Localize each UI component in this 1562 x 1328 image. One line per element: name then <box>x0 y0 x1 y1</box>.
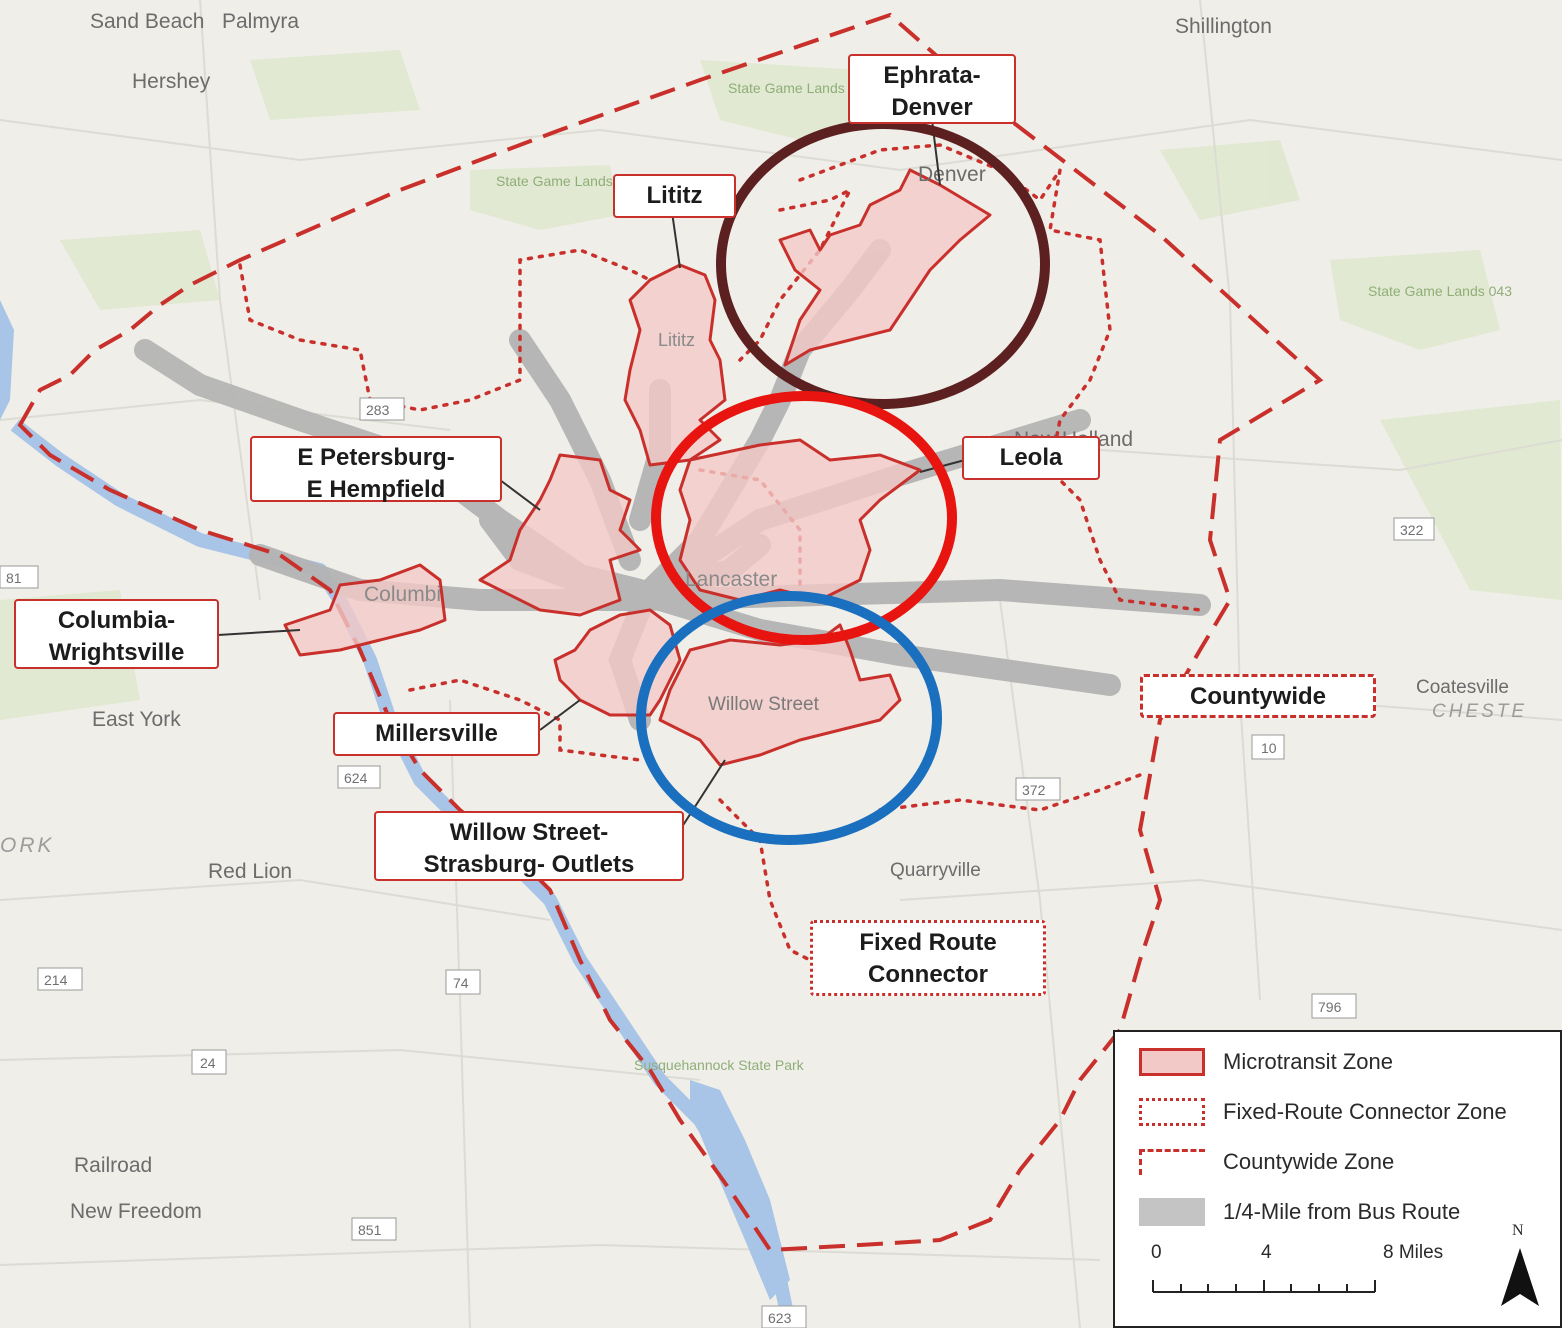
zone-label-willow-street: Willow Street- Strasburg- Outlets <box>374 811 684 881</box>
shield-81: 81 <box>0 565 39 589</box>
legend-label: Microtransit Zone <box>1223 1049 1393 1074</box>
shield-623: 623 <box>761 1305 807 1328</box>
microtransit-zones <box>283 168 992 767</box>
legend-item-bus-route: 1/4-Mile from Bus Route <box>1139 1194 1460 1230</box>
label-hershey: Hershey <box>132 70 211 93</box>
shield-372: 372 <box>1015 777 1061 801</box>
fixed-route-connector-zones <box>238 143 1202 962</box>
label-new-freedom: New Freedom <box>70 1200 202 1223</box>
shield-74: 74 <box>445 969 481 995</box>
north-arrow-icon <box>1501 1248 1539 1306</box>
svg-text:322: 322 <box>1400 522 1424 538</box>
zone-label-fixed-route-connector: Fixed Route Connector <box>810 920 1046 996</box>
svg-text:372: 372 <box>1022 782 1046 798</box>
label-lancaster: Lancaster <box>685 568 777 591</box>
zone-ephrata-denver <box>778 168 992 367</box>
zone-label-leola: Leola <box>962 436 1100 480</box>
legend-item-microtransit: Microtransit Zone <box>1139 1044 1393 1080</box>
label-sgl-043: State Game Lands 043 <box>1368 283 1512 299</box>
svg-text:796: 796 <box>1318 999 1342 1015</box>
countywide-swatch <box>1139 1149 1205 1175</box>
scale-label-0: 0 <box>1151 1242 1162 1263</box>
svg-text:283: 283 <box>366 402 390 418</box>
label-columbia: Columbi <box>364 583 441 606</box>
scale-bar <box>1152 1280 1376 1293</box>
countywide-boundary <box>17 12 1324 1253</box>
svg-text:624: 624 <box>344 770 368 786</box>
highlight-circle-blue <box>636 591 942 845</box>
label-east-york: East York <box>92 708 181 731</box>
zone-label-e-petersburg: E Petersburg- E Hempfield <box>250 436 502 503</box>
shield-796: 796 <box>1311 993 1357 1019</box>
north-label: N <box>1512 1222 1524 1239</box>
microtransit-swatch <box>1139 1048 1205 1076</box>
scale-label-8: 8 Miles <box>1383 1242 1444 1263</box>
label-york: ORK <box>0 834 55 857</box>
zone-label-millersville: Millersville <box>333 712 540 756</box>
shield-283: 283 <box>359 397 405 421</box>
highlight-circles <box>636 119 1050 845</box>
scale-label-4: 4 <box>1261 1242 1272 1263</box>
shield-24: 24 <box>191 1049 227 1075</box>
legend-label: Countywide Zone <box>1223 1149 1395 1174</box>
label-palmyra: Palmyra <box>222 10 299 33</box>
label-quarryville: Quarryville <box>890 860 981 881</box>
bus-route-swatch <box>1139 1198 1205 1226</box>
label-sgl-156: State Game Lands 156 <box>496 173 640 189</box>
label-coatesville: Coatesville <box>1416 677 1509 698</box>
zone-columbia <box>283 563 447 657</box>
route-shields: 283 81 322 10 624 372 214 74 24 796 851 … <box>0 397 1435 1328</box>
shield-624: 624 <box>337 765 381 789</box>
legend-label: 1/4-Mile from Bus Route <box>1223 1199 1461 1224</box>
label-susquehannock: Susquehannock State Park <box>634 1057 805 1073</box>
shield-214: 214 <box>37 967 83 991</box>
svg-text:851: 851 <box>358 1222 382 1238</box>
river-left-edge <box>0 300 14 420</box>
label-chester: CHESTE <box>1432 701 1527 722</box>
label-red-lion: Red Lion <box>208 860 292 883</box>
label-shillington: Shillington <box>1175 15 1272 38</box>
label-sand-beach: Sand Beach <box>90 10 204 33</box>
svg-text:81: 81 <box>6 570 22 586</box>
shield-322: 322 <box>1393 517 1435 541</box>
zone-label-lititz: Lititz <box>613 174 736 218</box>
map-legend: Microtransit Zone Fixed-Route Connector … <box>1113 1030 1562 1328</box>
zone-e-petersburg <box>478 453 642 617</box>
label-willow-street: Willow Street <box>708 694 820 715</box>
legend-item-fixed-route: Fixed-Route Connector Zone <box>1139 1094 1507 1130</box>
svg-text:24: 24 <box>200 1055 216 1071</box>
legend-label: Fixed-Route Connector Zone <box>1223 1099 1507 1124</box>
highlight-circle-red <box>651 391 957 645</box>
label-sgl-046: State Game Lands 046 <box>728 80 872 96</box>
label-lititz-town: Lititz <box>658 330 695 350</box>
zone-label-ephrata-denver: Ephrata- Denver <box>848 54 1016 124</box>
svg-text:10: 10 <box>1261 740 1277 756</box>
zone-label-columbia-wrightsville: Columbia- Wrightsville <box>14 599 219 669</box>
zone-leola <box>678 438 922 602</box>
shield-10: 10 <box>1251 734 1285 760</box>
svg-text:623: 623 <box>768 1310 792 1326</box>
label-denver: Denver <box>918 163 986 186</box>
highlight-circle-brown <box>716 119 1050 409</box>
zone-lititz <box>623 263 727 467</box>
zone-label-countywide: Countywide <box>1140 674 1376 718</box>
place-labels: Sand Beach Palmyra Hershey Shillington S… <box>0 10 1527 1223</box>
svg-text:74: 74 <box>453 975 469 991</box>
label-railroad: Railroad <box>74 1154 152 1177</box>
legend-item-countywide: Countywide Zone <box>1139 1144 1394 1180</box>
shield-851: 851 <box>351 1217 397 1241</box>
svg-text:214: 214 <box>44 972 68 988</box>
fixed-route-swatch <box>1139 1098 1205 1126</box>
